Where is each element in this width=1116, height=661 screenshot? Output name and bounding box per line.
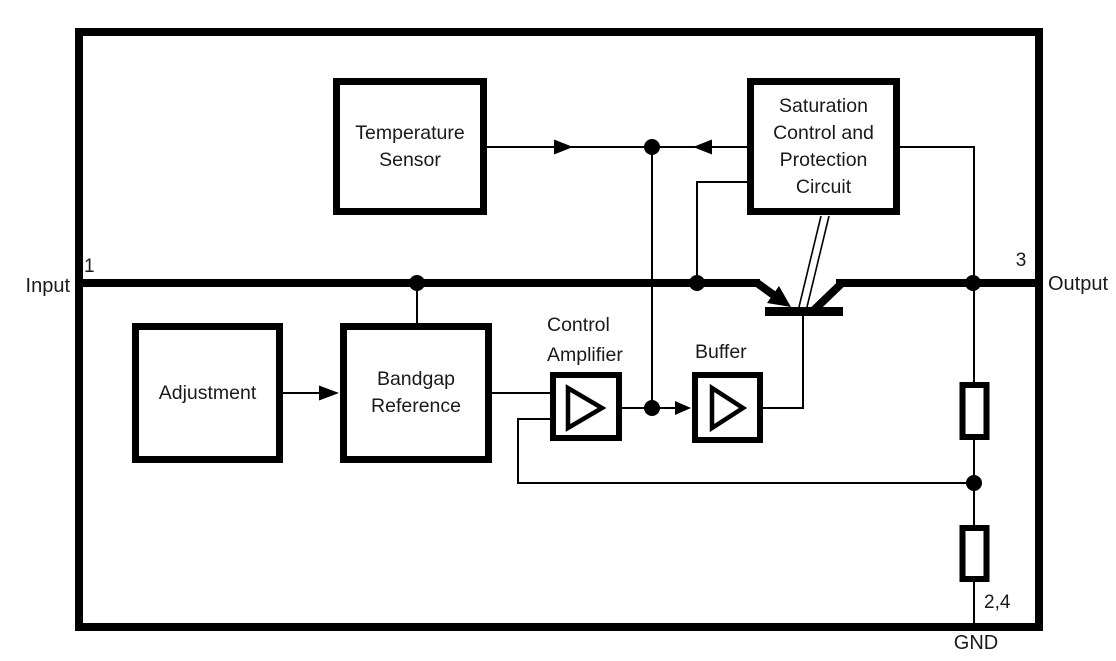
junction-dot-feedback-tap: [966, 475, 982, 491]
saturation-label-line2: Control and: [773, 121, 874, 144]
transistor-collector-lead: [811, 281, 844, 313]
junction-dot-rail-saturation: [689, 275, 705, 291]
block-bandgap-reference: Bandgap Reference: [340, 323, 492, 463]
buffer-caption: Buffer: [695, 341, 747, 363]
control-amplifier-caption-line1: Control: [547, 314, 610, 336]
arrow-right-adjustment-icon: [319, 385, 339, 401]
block-saturation-control: Saturation Control and Protection Circui…: [747, 78, 900, 215]
resistor-lower-icon: [959, 525, 990, 582]
transistor-base-bar: [765, 307, 843, 316]
wire-saturation-output-sense: [900, 146, 975, 283]
transistor-emitter-lead: [754, 279, 778, 300]
block-temperature-sensor: Temperature Sensor: [333, 78, 487, 215]
bandgap-label-line1: Bandgap: [376, 368, 456, 390]
wire-buffer-to-base: [763, 316, 804, 409]
bandgap-label-line2: Reference: [371, 395, 461, 417]
input-pin-label: Input: [25, 275, 70, 297]
wire-feedback: [517, 418, 974, 484]
block-control-amplifier: [550, 372, 622, 441]
control-amplifier-caption-line2: Amplifier: [547, 344, 623, 366]
ground-pin-label: GND: [953, 632, 999, 654]
temperature-sensor-label-line2: Sensor: [379, 148, 441, 171]
pnp-pass-transistor-icon: [754, 279, 844, 316]
saturation-label-line3: Protection: [779, 148, 868, 171]
arrow-right-tempsensor-icon: [554, 139, 573, 155]
output-pin-number: 3: [1015, 250, 1027, 271]
adjustment-label: Adjustment: [158, 381, 257, 404]
junction-dot-limit-node: [644, 139, 660, 155]
input-pin-number: 1: [84, 256, 95, 277]
junction-dot-amplifier-output: [644, 400, 660, 416]
wire-saturation-to-transistor-1: [798, 215, 822, 308]
wire-saturation-to-transistor-2: [806, 215, 830, 308]
junction-dot-rail-bandgap: [409, 275, 425, 291]
block-buffer: [692, 372, 763, 443]
saturation-label-line4: Circuit: [795, 175, 852, 198]
arrow-right-buffer-input-icon: [675, 401, 691, 415]
temperature-sensor-label-line1: Temperature: [355, 121, 465, 144]
saturation-label-line1: Saturation: [779, 94, 868, 117]
amplifier-triangle-icon: [565, 384, 607, 432]
wire-saturation-input-sense: [696, 181, 747, 283]
block-adjustment: Adjustment: [132, 323, 283, 463]
output-pin-label: Output: [1048, 273, 1109, 295]
resistor-upper-icon: [959, 382, 990, 440]
ic-boundary-box: [75, 28, 1043, 631]
arrow-left-saturation-icon: [693, 139, 712, 155]
transistor-emitter-arrowhead: [767, 286, 791, 307]
control-amplifier-caption: Control Amplifier: [547, 310, 623, 370]
junction-dot-output-node: [965, 275, 981, 291]
buffer-triangle-icon: [709, 383, 748, 433]
ground-pin-numbers: 2,4: [984, 592, 1011, 613]
